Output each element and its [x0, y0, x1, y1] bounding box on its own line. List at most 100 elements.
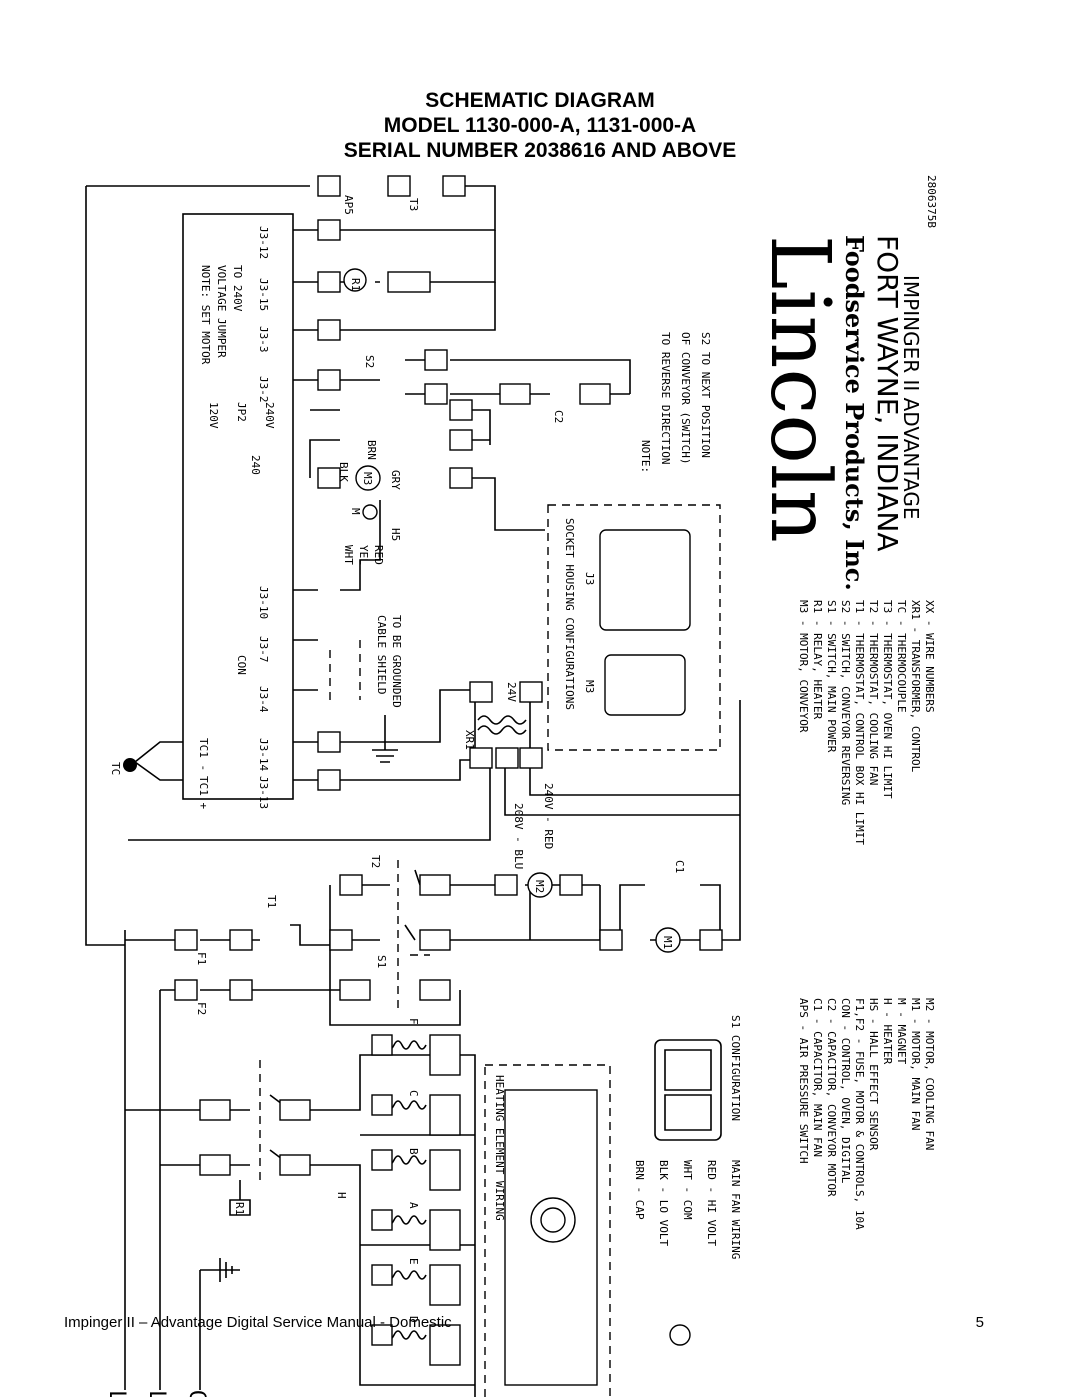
con-pin-9: J3-13: [257, 776, 270, 809]
aps-label: AP5: [342, 195, 355, 215]
svg-text:D: D: [407, 1316, 420, 1323]
svg-text:F1,F2 - FUSE, MOTOR & CONTROLS: F1,F2 - FUSE, MOTOR & CONTROLS, 10A: [853, 998, 866, 1230]
con-pin-6: J3-7: [257, 636, 270, 663]
r1-label: R1: [349, 278, 362, 291]
heating-element-box: [484, 1064, 611, 1397]
m2-label: M2: [533, 880, 546, 893]
document-number: 2806375B: [925, 175, 938, 228]
svg-text:XX - WIRE NUMBERS: XX - WIRE NUMBERS: [923, 600, 936, 713]
svg-text:F: F: [407, 1018, 420, 1025]
wire-blk: BLK: [337, 462, 350, 482]
brand-company: Foodservice Products, Inc.: [840, 235, 869, 591]
motor-note-3: S2 TO NEXT POSITION: [699, 332, 712, 458]
socket-title: SOCKET HOUSING CONFIGURATIONS: [563, 518, 576, 710]
con-box-labels: CON NOTE: SET MOTOR VOLTAGE JUMPER TO 24…: [197, 226, 276, 809]
relay-r1-icon: [343, 268, 367, 292]
wire-yel: YEL: [357, 545, 370, 565]
notes: NOTE: TO REVERSE DIRECTION OF CONVEYOR (…: [493, 332, 742, 1259]
component-labels: AP5 T3 R1 S2 C2 M3 H5 M XR1 TC T2 T1 F1 …: [109, 195, 686, 1215]
s1-config-title: S1 CONFIGURATION: [729, 1015, 742, 1121]
line-labels: L1 L2 G: [104, 1390, 209, 1397]
tc-pin-2: TC1 +: [197, 776, 210, 809]
line-l1: L1: [104, 1390, 129, 1397]
serial-line: SERIAL NUMBER 2038616 AND ABOVE: [343, 139, 737, 162]
tc-label: TC: [109, 762, 122, 775]
h-label: H: [335, 1192, 348, 1199]
con-note-2: VOLTAGE JUMPER: [215, 265, 228, 358]
wiring: [85, 175, 741, 1397]
tap-240v: 240V - RED: [542, 783, 555, 849]
wire-brn: BRN: [365, 440, 378, 460]
jumper-jp2: JP2: [235, 402, 248, 422]
diagram-title: SCHEMATIC DIAGRAM: [425, 89, 655, 112]
motor-note-0: NOTE:: [639, 440, 652, 473]
svg-text:T1 - THERMOSTAT, CONTROL BOX H: T1 - THERMOSTAT, CONTROL BOX HI LIMIT: [853, 600, 866, 845]
svg-text:TC - THERMOCOUPLE: TC - THERMOCOUPLE: [895, 600, 908, 713]
main-fan-wire-4: RED - HI VOLT: [705, 1160, 718, 1246]
main-fan-wire-1: BRN - CAP: [633, 1160, 646, 1220]
c1-label: C1: [673, 860, 686, 873]
svg-text:APS - AIR PRESSURE SWITCH: APS - AIR PRESSURE SWITCH: [797, 998, 810, 1164]
con-box: [182, 213, 294, 800]
c2-label: C2: [552, 410, 565, 423]
brand-product: IMPINGER II ADVANTAGE: [899, 275, 923, 520]
xr1-label: XR1: [463, 730, 476, 750]
t2-label: T2: [369, 855, 382, 868]
svg-text:HS - HALL EFFECT SENSOR: HS - HALL EFFECT SENSOR: [867, 998, 880, 1151]
jumper-120v: 120V: [207, 402, 220, 429]
svg-text:M - MAGNET: M - MAGNET: [895, 998, 908, 1065]
brand-block: Lincoln Foodservice Products, Inc. FORT …: [752, 175, 938, 591]
con-note-1: NOTE: SET MOTOR: [199, 265, 212, 365]
svg-text:H - HEATER: H - HEATER: [881, 998, 894, 1065]
socket-box: [547, 504, 721, 751]
wire-gry: GRY: [389, 470, 402, 490]
svg-text:CON - CONTROL, OVEN, DIGITAL: CON - CONTROL, OVEN, DIGITAL: [839, 998, 852, 1184]
con-note-3: TO 240V: [231, 265, 244, 312]
svg-text:M3 - MOTOR, CONVEYOR: M3 - MOTOR, CONVEYOR: [797, 600, 810, 733]
main-fan-wire-2: BLK - LO VOLT: [657, 1160, 670, 1246]
magnet-icon: [362, 504, 378, 520]
magnet-label: M: [349, 508, 362, 515]
main-fan-motor-icon: [655, 927, 681, 953]
con-pin-8: J3-14: [257, 738, 270, 771]
wire-color-labels: BLK BRN GRY WHT YEL RED CABLE SHIELD TO …: [337, 440, 555, 869]
brand-logo-lincoln: Lincoln: [752, 235, 847, 543]
tap-208v: 208V - BLU: [512, 803, 525, 869]
svg-text:M2 - MOTOR, COOLING FAN: M2 - MOTOR, COOLING FAN: [923, 998, 936, 1150]
con-pin-4: J3-2: [257, 376, 270, 403]
main-fan-title: MAIN FAN WIRING: [729, 1160, 742, 1259]
motor-note-1: TO REVERSE DIRECTION: [659, 332, 672, 464]
con-pin-2: J3-15: [257, 278, 270, 311]
svg-text:T3 - THERMOSTAT, OVEN HI LIMIT: T3 - THERMOSTAT, OVEN HI LIMIT: [881, 600, 894, 799]
wire-red: RED: [372, 545, 385, 565]
s2-label: S2: [363, 355, 376, 368]
svg-text:B: B: [407, 1148, 420, 1155]
t3-label: T3: [407, 198, 420, 211]
con-pin-5: J3-10: [257, 586, 270, 619]
svg-text:R1 - RELAY, HEATER: R1 - RELAY, HEATER: [811, 600, 824, 720]
model-line: MODEL 1130-000-A, 1131-000-A: [383, 114, 697, 137]
footer-page-number: 5: [975, 1314, 984, 1331]
heater-letters: F C B A E D: [407, 1018, 420, 1323]
main-fan-wire-3: WHT - COM: [681, 1160, 694, 1220]
con-pin-3: J3-3: [257, 326, 270, 353]
hs-label: H5: [389, 528, 402, 541]
svg-text:A: A: [407, 1202, 420, 1209]
ground-note: TO BE GROUNDED: [390, 615, 403, 708]
tc-pin-1: TC1 -: [197, 738, 210, 771]
motor-note-2: OF CONVEYOR (SWITCH): [679, 332, 692, 464]
t1-label: T1: [265, 895, 278, 908]
thermocouple-icon: [123, 758, 137, 772]
con-label: CON: [235, 655, 248, 675]
footer-manual-title: Impinger II – Advantage Digital Service …: [64, 1314, 452, 1331]
wire-wht: WHT: [342, 545, 355, 565]
cooling-fan-motor-icon: [527, 872, 553, 898]
svg-text:S1 - SWITCH, MAIN POWER: S1 - SWITCH, MAIN POWER: [825, 600, 838, 753]
s1-label: S1: [375, 955, 388, 968]
svg-text:C1 - CAPACITOR, MAIN FAN: C1 - CAPACITOR, MAIN FAN: [811, 998, 824, 1157]
jumper-240: 240: [249, 455, 262, 475]
m3-label: M3: [361, 472, 374, 485]
ground-g: G: [184, 1390, 209, 1397]
socket-m3: M3: [583, 680, 596, 693]
